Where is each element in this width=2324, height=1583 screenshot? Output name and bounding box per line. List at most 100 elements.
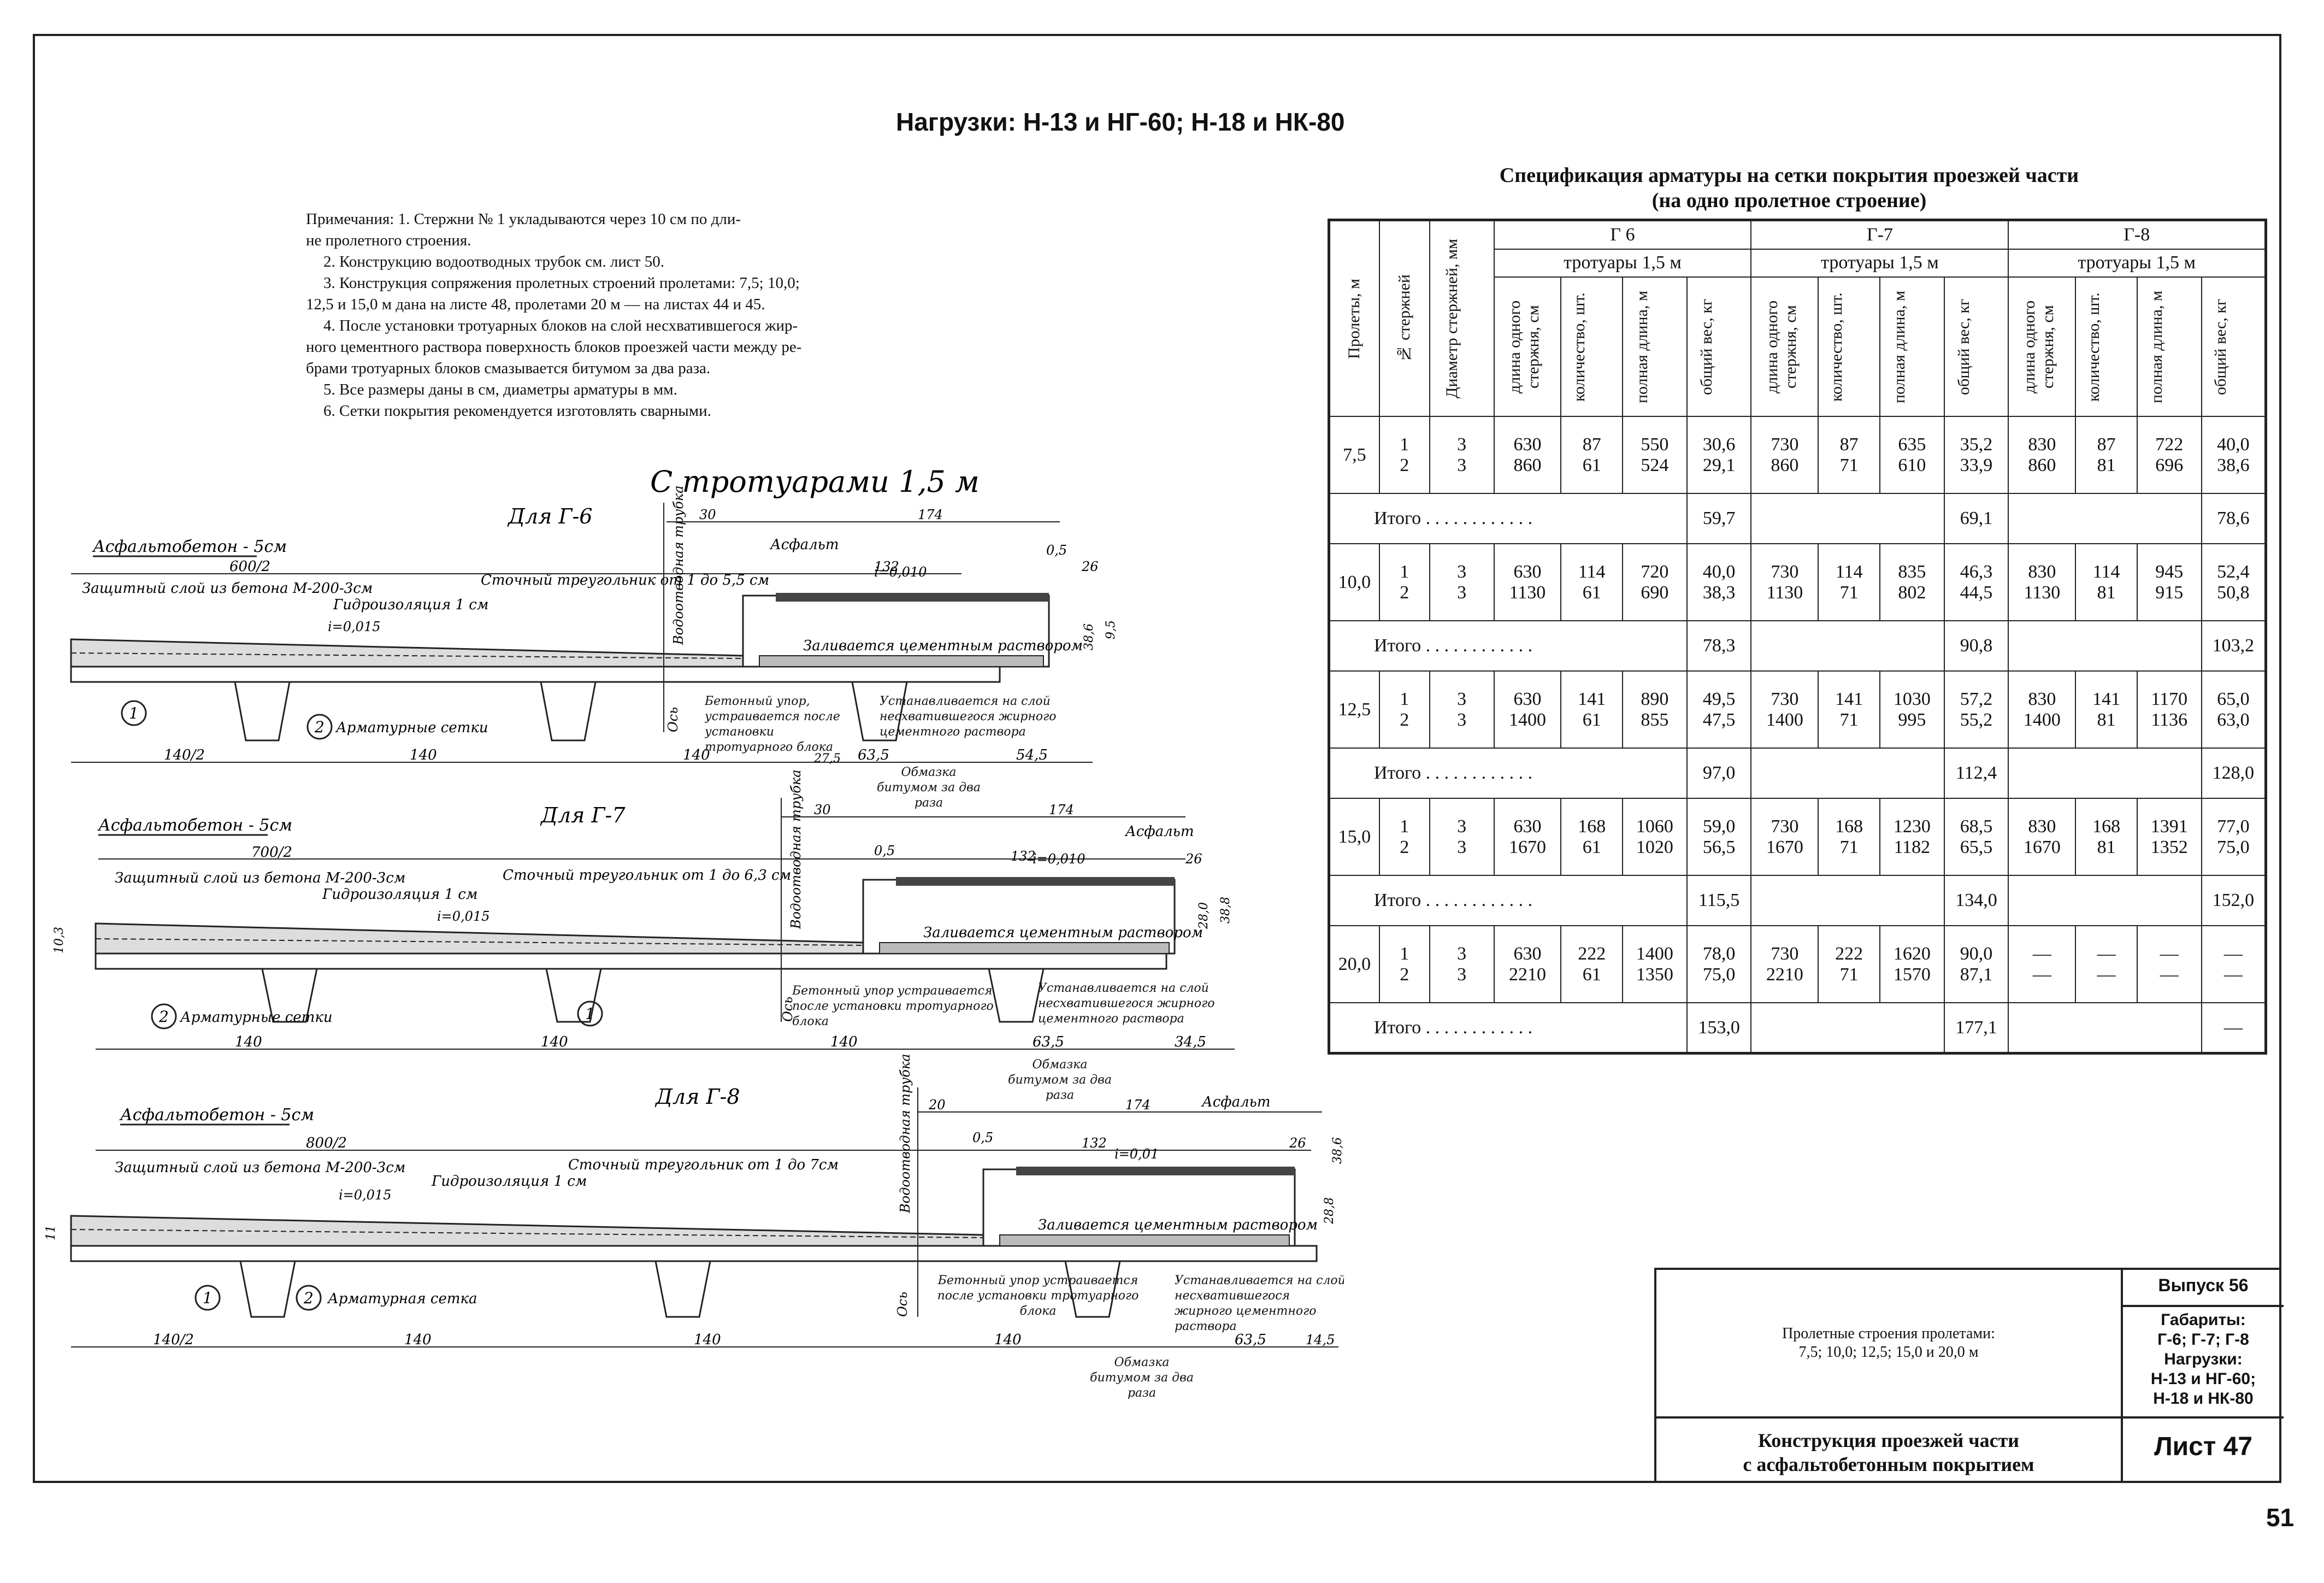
note-line: 3. Конструкция сопряжения пролетных стро…	[323, 274, 800, 292]
dim-label: 63,5	[858, 747, 889, 763]
section-drawings: С тротуарами 1,5 м Для Г-6 Асфальтобетон…	[44, 464, 1344, 1399]
table-cell: 1620 1570	[1879, 925, 1945, 1004]
total-value: 177,1	[1943, 1002, 2009, 1054]
label-bitumen: Обмазка битумом за два раза	[1090, 1356, 1194, 1399]
col-head-label: полная длина, м	[1632, 290, 1651, 403]
callout-1	[121, 700, 147, 726]
total-value: 112,4	[1943, 748, 2009, 799]
label-installed: Устанавливается на слой несхватившегося …	[1175, 1274, 1344, 1333]
label-slope: i=0,015	[437, 909, 490, 924]
dim-label: 140	[235, 1034, 262, 1050]
dim-label: 140	[541, 1034, 568, 1050]
col-head-rod-no: № стержней	[1395, 274, 1413, 363]
table-cell: 40,0 38,3	[1686, 543, 1752, 622]
total-value: 78,3	[1686, 620, 1752, 672]
dim-label: 140	[404, 1332, 432, 1348]
table-cell: 90,0 87,1	[1943, 925, 2009, 1004]
label-pipe: Водоотводная трубка	[898, 1054, 913, 1214]
table-cell: 730 1670	[1750, 798, 1819, 876]
dim-label: 14,5	[1306, 1332, 1335, 1347]
dim-label: 140	[994, 1332, 1022, 1348]
col-head: длина одного стержня, см	[1750, 276, 1819, 417]
gabarity: Габариты: Г-6; Г-7; Г-8 Нагрузки: Н-13 и…	[2150, 1311, 2256, 1408]
dim-label: 174	[918, 507, 943, 522]
dim-label: 30	[699, 507, 716, 522]
label-stop: Бетонный упор устраивается после установ…	[792, 984, 994, 1028]
dim-label: 140/2	[164, 747, 205, 763]
dim-label: 34,5	[1175, 1034, 1206, 1050]
col-head: длина одного стержня, см	[2008, 276, 2077, 417]
issue-label: Выпуск 56	[2158, 1275, 2249, 1295]
col-head: длина одного стержня, см	[1493, 276, 1562, 417]
note-line: 4. После установки тротуарных блоков на …	[323, 317, 798, 334]
table-cell: 141 71	[1818, 670, 1880, 749]
label-stop: Бетонный упор устраивается после установ…	[937, 1274, 1139, 1318]
dim-label: 140	[683, 747, 710, 763]
dim-label: 132	[874, 559, 899, 574]
table-cell: 835 802	[1879, 543, 1945, 622]
col-head-diam: Диаметр стержней, мм	[1442, 239, 1461, 399]
col-head-label: количество, шт.	[1570, 292, 1588, 402]
table-cell: 630 1400	[1493, 670, 1562, 749]
table-cell: 10,0	[1328, 543, 1380, 622]
spec-title: Спецификация арматуры на сетки покрытия …	[1442, 163, 2136, 213]
table-cell: 1030 995	[1879, 670, 1945, 749]
section-title: Для Г-7	[540, 803, 626, 827]
total-label: Итого . . . . . . . . . . . .	[1328, 875, 1688, 927]
total-value: 152,0	[2201, 875, 2267, 927]
label-stop: Бетонный упор, устраивается после устано…	[705, 695, 840, 754]
table-cell: 52,4 50,8	[2201, 543, 2267, 622]
callout-2	[296, 1285, 322, 1311]
dim-label: 132	[1011, 849, 1036, 864]
dim-label: 132	[1082, 1135, 1107, 1151]
drawing-frame	[33, 34, 2281, 1483]
table-cell: 15,0	[1328, 798, 1380, 876]
table-cell: 830 860	[2008, 416, 2077, 495]
dim-label: 20	[928, 1097, 946, 1113]
table-cell: 12,5	[1328, 670, 1380, 749]
table-cell: 730 1130	[1750, 543, 1819, 622]
col-head-label: количество, шт.	[1827, 292, 1845, 402]
page-number: 51	[2266, 1503, 2294, 1532]
label-slope2: i=0,010	[874, 564, 927, 580]
dim-label: 140	[694, 1332, 721, 1348]
table-cell: 30,6 29,1	[1686, 416, 1752, 495]
total-value: 128,0	[2201, 748, 2267, 799]
note-line: не пролетного строения.	[306, 232, 471, 249]
label-bitumen: Обмазка битумом за два раза	[1008, 1058, 1112, 1101]
col-head-label: общий вес, кг	[1697, 298, 1715, 395]
label-asphalt-layer: Асфальтобетон - 5см	[119, 1105, 314, 1125]
table-cell: 1400 1350	[1622, 925, 1688, 1004]
note-line: 12,5 и 15,0 м дана на листе 48, пролетам…	[306, 296, 765, 313]
dim-label: 140	[830, 1034, 858, 1050]
col-head: количество, шт.	[1560, 276, 1623, 417]
table-cell: 20,0	[1328, 925, 1380, 1004]
label-mesh: Арматурная сетка	[327, 1291, 477, 1307]
col-head: полная длина, м	[2136, 276, 2202, 417]
blank-cell	[1750, 620, 1945, 672]
dim-label: 800/2	[306, 1135, 347, 1151]
col-head: количество, шт.	[1818, 276, 1880, 417]
dim-label: 9,5	[1104, 620, 1118, 639]
title-block: Выпуск 56 Пролетные строения пролетами: …	[1654, 1268, 2284, 1483]
page-title: Нагрузки: Н-13 и НГ-60; Н-18 и НК-80	[896, 108, 1345, 136]
table-cell: 1 2	[1378, 543, 1430, 622]
table-cell: 890 855	[1622, 670, 1688, 749]
col-head: общий вес, кг	[1686, 276, 1752, 417]
blank-cell	[1750, 1002, 1945, 1054]
col-head: количество, шт.	[2075, 276, 2138, 417]
dim-label: 26	[1081, 559, 1099, 574]
label-protect: Защитный слой из бетона М-200-3см	[115, 870, 405, 886]
col-head-label: длина одного стержня, см	[1505, 300, 1542, 393]
table-cell: 3 3	[1429, 670, 1495, 749]
group-head: Г-7	[1750, 219, 2009, 250]
dim-label: 63,5	[1235, 1332, 1266, 1348]
col-head-spans: Пролеты, м	[1345, 278, 1364, 359]
section-title: Для Г-6	[507, 504, 593, 528]
group-head: Г-8	[2008, 219, 2267, 250]
table-cell: 59,0 56,5	[1686, 798, 1752, 876]
col-head-label: общий вес, кг	[1954, 298, 1973, 395]
total-value: 103,2	[2201, 620, 2267, 672]
col-head-label: общий вес, кг	[2211, 298, 2229, 395]
